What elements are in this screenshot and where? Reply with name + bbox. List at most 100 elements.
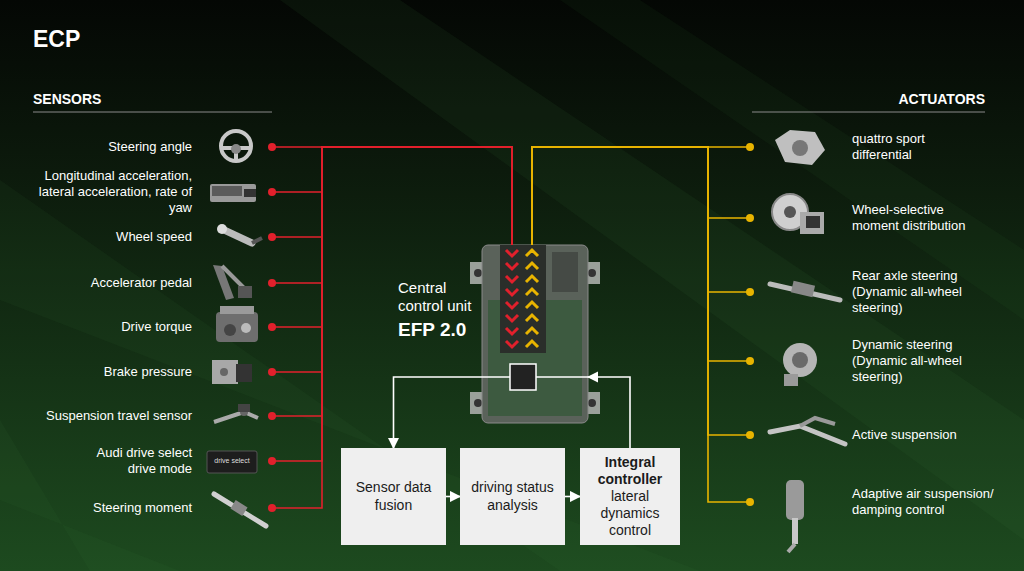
control-unit-board [482, 245, 588, 423]
sensor-icon [230, 500, 247, 516]
sensor-label: Steering moment [24, 500, 192, 516]
actuator-wire [532, 147, 750, 245]
sensor-label: Wheel speed [24, 229, 192, 245]
sensor-icon [214, 494, 266, 526]
sensor-item: Wheel speed [24, 217, 272, 257]
actuator-wire [532, 147, 750, 245]
control-unit-board [500, 245, 546, 353]
actuator-icon [800, 212, 824, 234]
sensor-icon [244, 189, 256, 197]
actuator-wire [532, 147, 750, 292]
actuator-icon [791, 281, 815, 298]
box-heading: Integral controller [588, 454, 672, 488]
control-unit-board [510, 364, 536, 390]
actuator-icon [775, 130, 825, 165]
control-unit-board [470, 245, 600, 423]
sensor-item: Brake pressure [24, 352, 272, 392]
heading-rule [752, 112, 985, 113]
actuator-icon [770, 426, 845, 444]
actuator-label: Rear axle steering (Dynamic all-wheel st… [852, 268, 974, 316]
sensor-icon [224, 324, 236, 336]
background-stripe [0, 180, 700, 571]
flow-arrow [446, 496, 460, 498]
sensor-icon [221, 131, 251, 161]
box-text: Sensor data fusion [351, 479, 436, 513]
sensor-item: Steering angle [24, 127, 272, 167]
actuator-icon [786, 480, 804, 520]
actuator-label: Wheel-selective moment distribution [852, 202, 984, 234]
actuator-wire [532, 147, 750, 435]
sensor-label: Accelerator pedal [24, 275, 192, 291]
actuator-item: Adaptive air suspension/ damping control [750, 475, 1018, 529]
control-unit-board [588, 399, 596, 407]
sensor-wire [272, 147, 512, 245]
unit-name: EFP 2.0 [398, 318, 466, 341]
actuator-label: quattro sport differential [852, 131, 947, 163]
box-text: driving status analysis [470, 479, 555, 513]
sensor-item: Suspension travel sensor [24, 396, 272, 436]
sensor-icon [236, 364, 252, 382]
control-unit: Central control unitEFP 2.0 [482, 245, 588, 423]
sensor-icon [241, 323, 251, 333]
sensor-item: Longitudinal acceleration, lateral accel… [24, 165, 272, 219]
sensor-wire [272, 147, 512, 372]
sensor-item: Accelerator pedal [24, 263, 272, 303]
control-unit-board [474, 269, 482, 277]
control-unit-board [474, 399, 482, 407]
diagram-title: ECP [33, 26, 80, 53]
sensor-icon [252, 238, 262, 243]
sensor-label: Drive torque [24, 319, 192, 335]
sensor-wire [272, 147, 512, 327]
actuator-icon [770, 130, 845, 552]
actuator-icon [784, 206, 796, 218]
sensor-icon [220, 368, 228, 376]
actuator-icon [792, 140, 808, 156]
sensor-icon [207, 451, 257, 473]
process-box: driving status analysis [460, 448, 565, 545]
sensor-icon [210, 184, 256, 202]
actuator-item: Wheel-selective moment distribution [750, 191, 1018, 245]
unit-caption: Central control unit [398, 279, 484, 316]
background-stripe [0, 420, 180, 571]
actuator-label: Dynamic steering (Dynamic all-wheel stee… [852, 337, 974, 385]
box-text: lateral dynamics control [588, 488, 672, 539]
actuator-icon [783, 343, 817, 377]
sensor-icon [216, 312, 258, 342]
sensor-wire [272, 147, 512, 461]
heading-rule [33, 112, 985, 113]
actuator-icon [800, 418, 835, 426]
control-unit-board [588, 269, 596, 277]
sensor-label: Steering angle [24, 139, 192, 155]
control-unit-board [526, 250, 538, 347]
actuator-wire [532, 147, 750, 361]
actuator-item: Dynamic steering (Dynamic all-wheel stee… [750, 334, 1018, 388]
sensor-label: Longitudinal acceleration, lateral accel… [32, 168, 192, 216]
sensor-wire [272, 147, 512, 245]
sensor-icon [212, 186, 242, 196]
sensor-label: Brake pressure [24, 364, 192, 380]
actuator-label: Active suspension [852, 427, 1002, 443]
flow-arrow [565, 496, 580, 498]
sensor-wire [272, 147, 512, 283]
actuator-icon [788, 544, 795, 552]
actuator-icon [806, 216, 820, 228]
actuator-icon [784, 374, 798, 386]
sensor-icon [217, 224, 227, 234]
actuator-icon [792, 352, 808, 368]
sensor-icon [220, 306, 254, 314]
sensor-icon [238, 404, 250, 412]
control-unit-board [552, 252, 578, 292]
actuator-item: Active suspension [750, 408, 1018, 462]
sensor-icon [231, 144, 241, 154]
flow-arrow [394, 377, 483, 448]
section-heading: SENSORS [33, 91, 233, 107]
heading-rule [33, 112, 272, 113]
actuator-label: Adaptive air suspension/ damping control [852, 486, 1008, 518]
sensor-item: Drive torque [24, 307, 272, 347]
section-heading: ACTUATORS [785, 91, 985, 107]
background-stripe [560, 0, 1024, 320]
actuator-icon [792, 518, 798, 544]
flow-arrow [588, 377, 630, 448]
